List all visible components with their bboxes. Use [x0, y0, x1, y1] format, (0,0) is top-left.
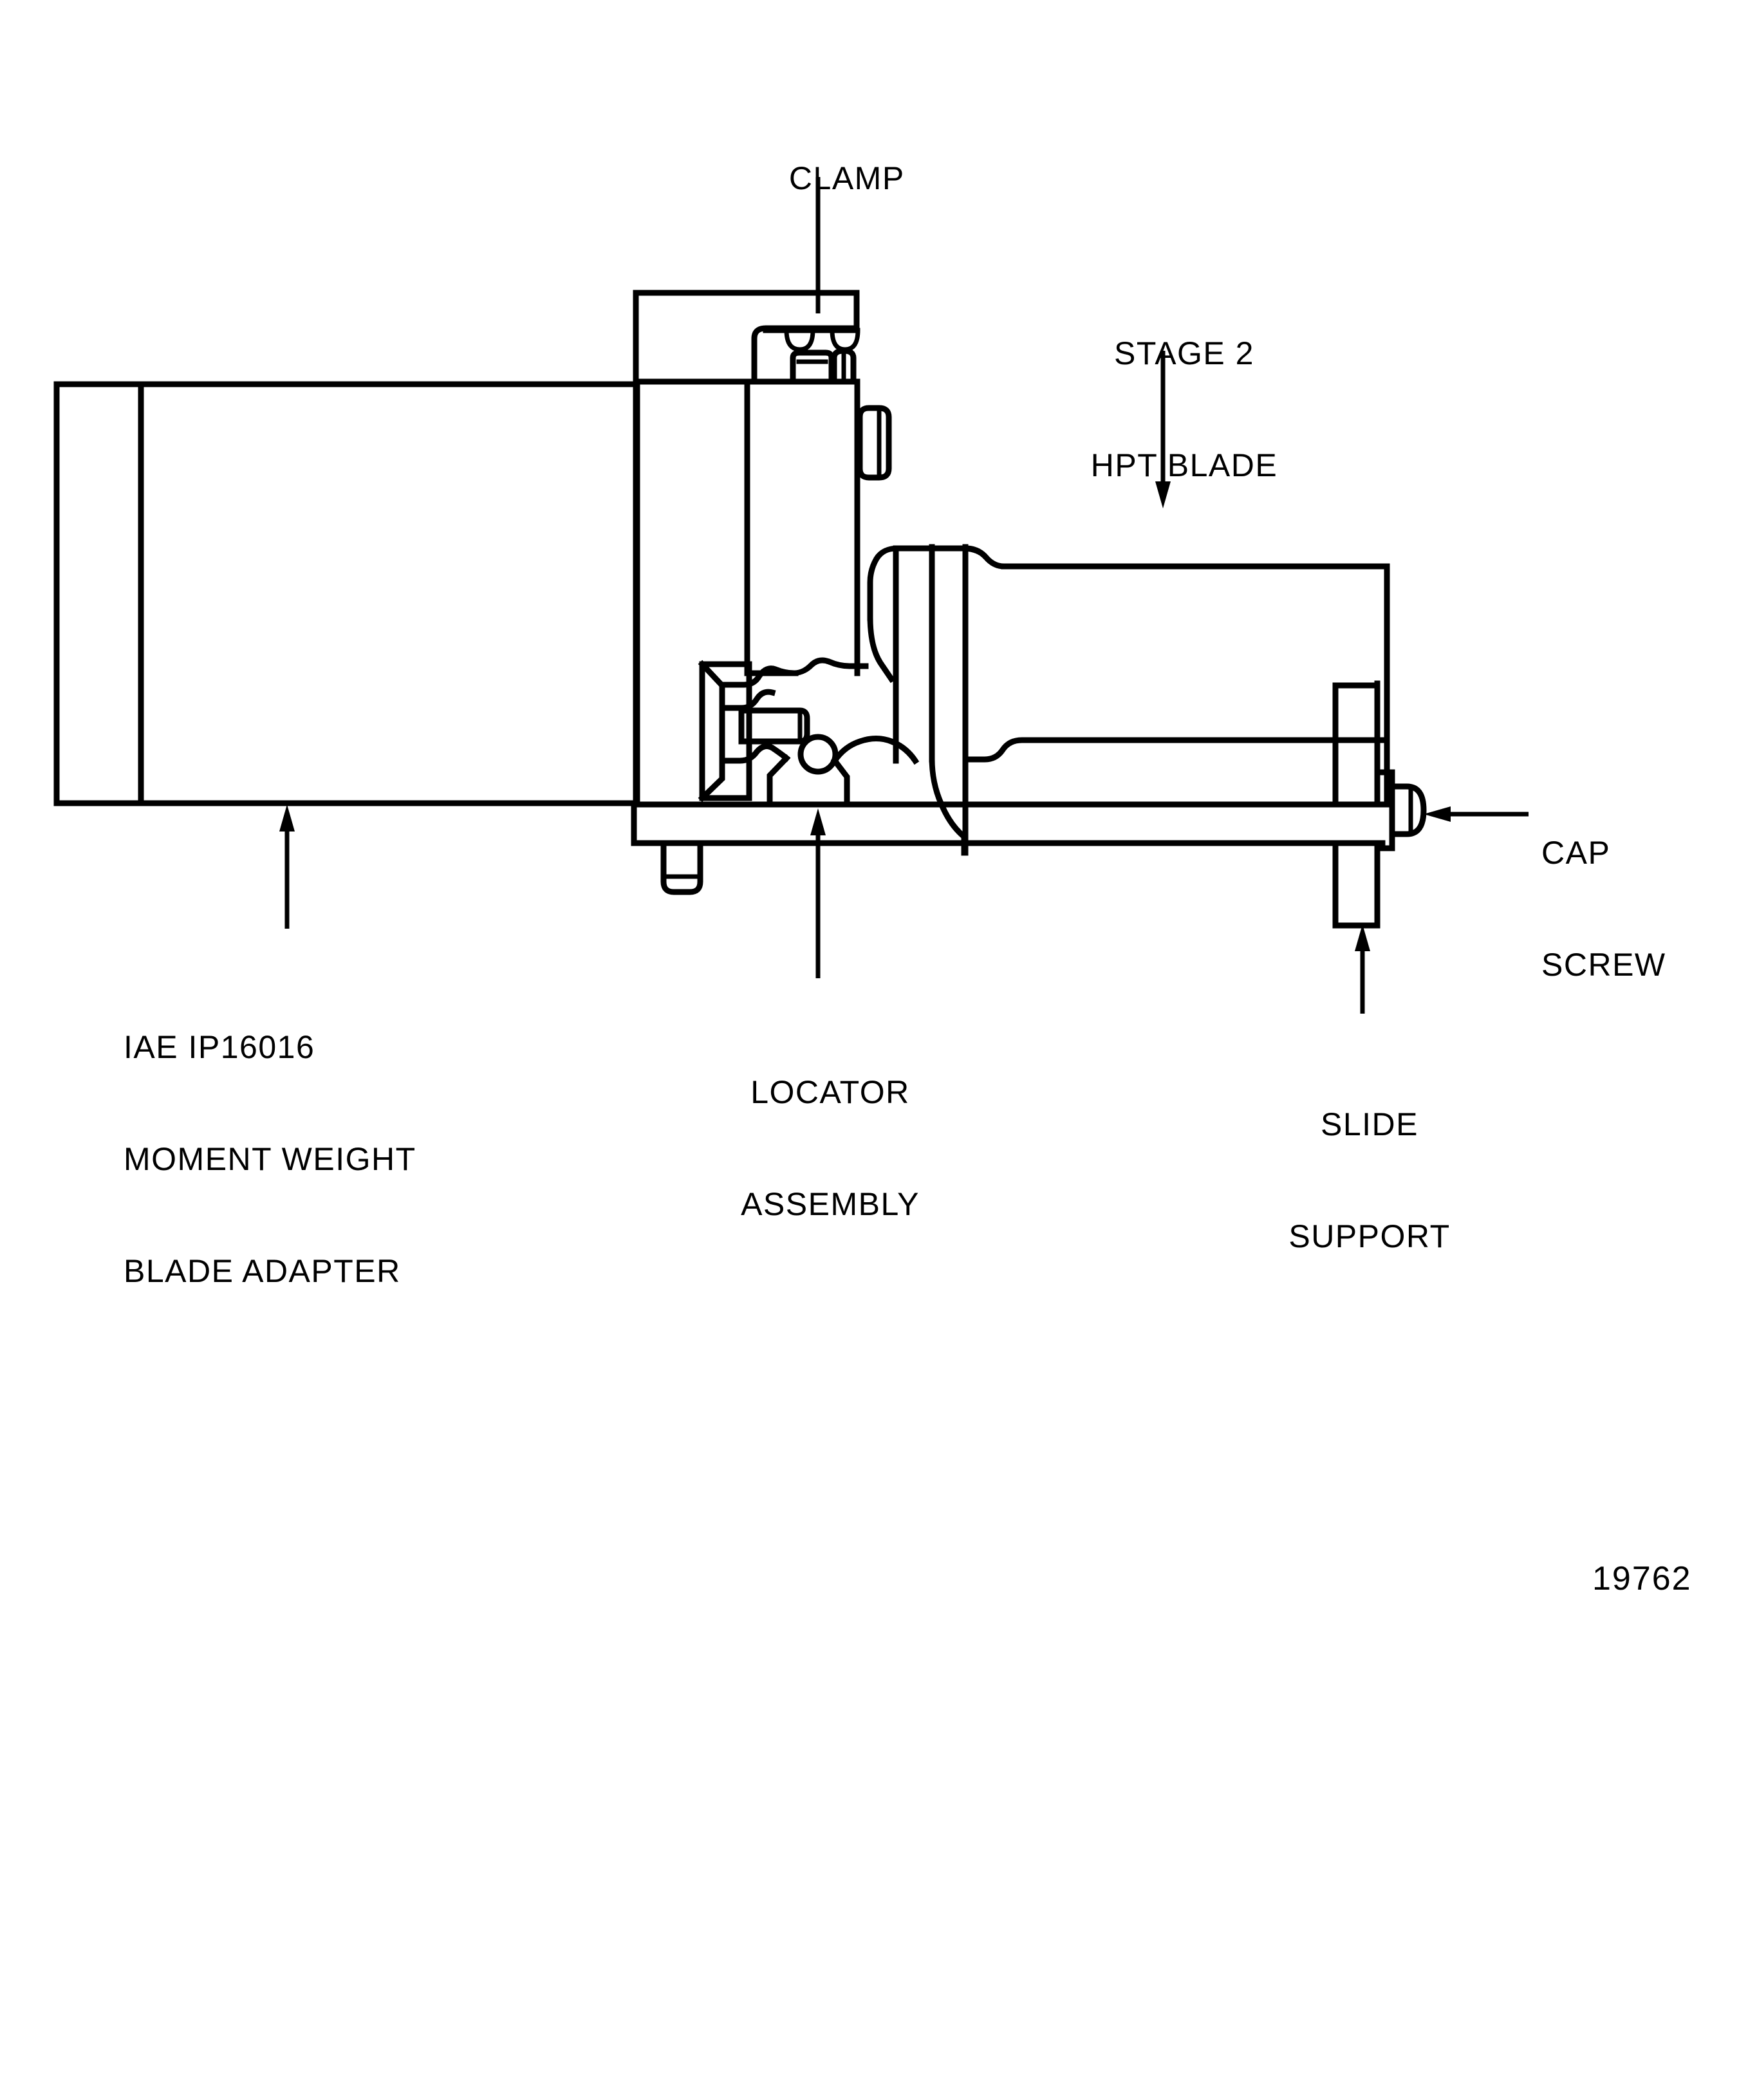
part-stage-2-hpt-blade — [791, 544, 1390, 856]
callout-text-clamp: CLAMP — [788, 160, 905, 196]
part-slide-support — [1332, 680, 1380, 929]
part-cap-screw — [1375, 769, 1427, 851]
leader-iae-blade-adapter — [279, 804, 295, 929]
callout-text-adapter-line-3: BLADE ADAPTER — [124, 1253, 401, 1289]
callout-text-slide-support-line-1: SLIDE — [1320, 1106, 1419, 1142]
callout-text-locator-line-2: ASSEMBLY — [741, 1186, 920, 1222]
callout-label-stage-2-hpt-blade: STAGE 2 HPT BLADE — [1091, 260, 1278, 559]
part-locator-assembly — [698, 660, 850, 806]
callout-label-iae-blade-adapter: IAE IP16016 MOMENT WEIGHT BLADE ADAPTER — [124, 954, 416, 1364]
callout-text-stage-2-line-2: HPT BLADE — [1090, 447, 1278, 483]
callout-text-adapter-line-1: IAE IP16016 — [124, 1029, 315, 1065]
callout-label-cap-screw: CAP SCREW — [1541, 759, 1666, 1058]
part-base-foot — [660, 840, 703, 895]
part-slide-bar — [631, 801, 1386, 846]
figure-number: 19762 — [1592, 1560, 1692, 1597]
callout-text-locator-line-1: LOCATOR — [750, 1074, 910, 1110]
part-clamp — [633, 290, 892, 676]
leader-stage-2-hpt-blade — [1155, 351, 1171, 508]
callout-text-cap-screw-line-2: SCREW — [1541, 947, 1666, 983]
leader-slide-support — [1355, 924, 1370, 1014]
leader-cap-screw — [1424, 806, 1529, 822]
callout-text-adapter-line-2: MOMENT WEIGHT — [124, 1141, 416, 1177]
callout-text-cap-screw-line-1: CAP — [1541, 835, 1611, 871]
leader-locator-assembly — [810, 808, 826, 978]
callout-text-stage-2-line-1: STAGE 2 — [1114, 335, 1254, 371]
callout-label-slide-support: SLIDE SUPPORT — [1288, 1031, 1450, 1330]
callout-label-locator-assembly: LOCATOR ASSEMBLY — [741, 999, 920, 1297]
callout-label-clamp: CLAMP — [749, 122, 904, 234]
callout-text-slide-support-line-2: SUPPORT — [1288, 1218, 1451, 1254]
